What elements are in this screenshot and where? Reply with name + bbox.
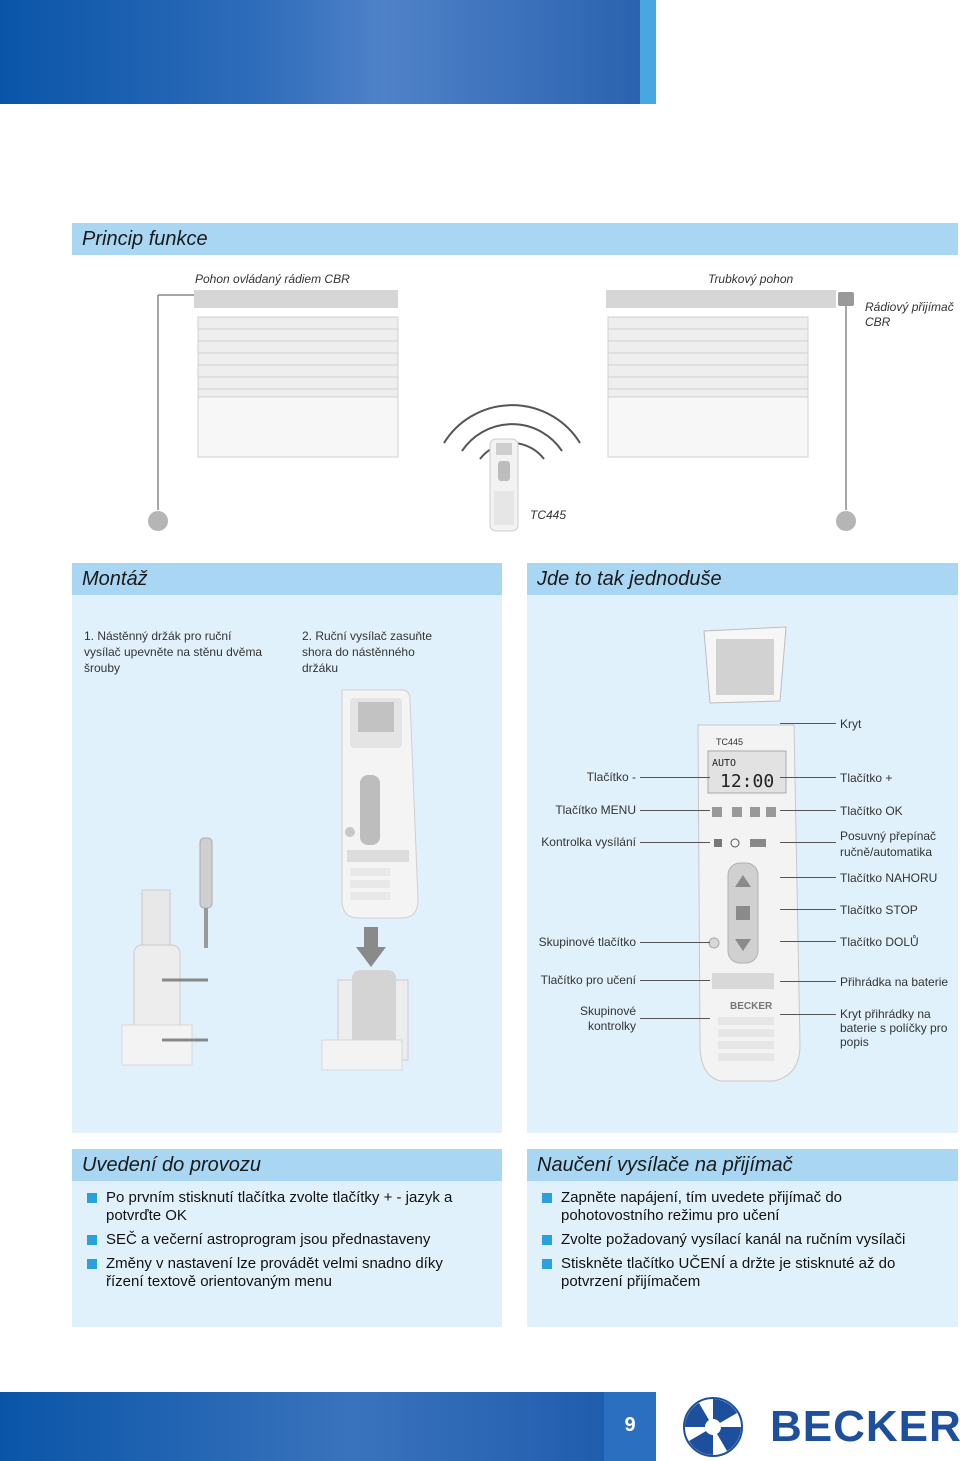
section-mounting-title: Montáž [82, 568, 148, 590]
list-item: SEČ a večerní astroprogram jsou přednast… [84, 1231, 484, 1249]
page-number: 9 [624, 1414, 636, 1436]
label-plus-button: Tlačítko + [840, 771, 893, 785]
stop-button-icon [736, 906, 750, 920]
section-principle-header: Princip funkce [72, 223, 958, 255]
learning-panel: Zapněte napájení, tím uvedete přijímač d… [527, 1181, 958, 1327]
mounting-illustration [121, 689, 419, 1071]
down-button-icon [735, 939, 751, 951]
group-button [708, 937, 720, 949]
remote-tc445-icon [489, 438, 519, 532]
plus-button [750, 807, 760, 817]
page-number-box [604, 1392, 656, 1461]
remote-model-label: TC445 [716, 737, 743, 747]
hand-transmitter-icon [341, 689, 419, 919]
label-up-button: Tlačítko NAHORU [840, 871, 938, 885]
label-battery-compartment: Přihrádka na baterie [840, 975, 949, 989]
roller-box-right [606, 290, 836, 308]
list-item: Zapněte napájení, tím uvedete přijímač d… [539, 1189, 944, 1225]
top-accent-strip [640, 0, 656, 104]
label-down-button: Tlačítko DOLŮ [840, 935, 919, 949]
minus-button [732, 807, 742, 817]
list-item: Stiskněte tlačítko UČENÍ a držte je stis… [539, 1255, 944, 1291]
principle-diagram [148, 290, 856, 532]
learning-list: Zapněte napájení, tím uvedete přijímač d… [539, 1189, 944, 1297]
section-principle-title: Princip funkce [82, 228, 208, 250]
remote-brand-text: BECKER [730, 1001, 773, 1012]
label-battery-cover: Kryt přihrádky na baterie s políčky pro … [840, 1007, 948, 1049]
manual-auto-switch [750, 839, 766, 847]
label-tube-drive: Trubkový pohon [708, 272, 794, 286]
wall-switch-left-icon [148, 511, 168, 531]
label-learn-button: Tlačítko pro učení [540, 973, 636, 987]
section-learning-header: Naučení vysílače na přijímač [527, 1149, 958, 1181]
section-startup-header: Uvedení do provozu [72, 1149, 502, 1181]
menu-button [712, 807, 722, 817]
becker-logo-icon [683, 1397, 743, 1457]
mounting-step-1: 1. Nástěnný držák pro ruční vysílač upev… [84, 629, 263, 675]
label-remote-model: TC445 [530, 508, 567, 522]
label-group-button: Skupinové tlačítko [538, 935, 636, 949]
top-banner [0, 0, 640, 104]
startup-panel: Po prvním stisknutí tlačítka zvolte tlač… [72, 1181, 502, 1327]
lcd-display [707, 750, 787, 794]
startup-list: Po prvním stisknutí tlačítka zvolte tlač… [84, 1189, 484, 1297]
label-minus-button: Tlačítko - [586, 770, 636, 784]
wall-holder-right-icon [321, 970, 409, 1071]
section-mounting-header: Montáž [72, 563, 502, 595]
arrow-down-icon [356, 927, 386, 967]
up-button-icon [735, 875, 751, 887]
lcd-mode-text: AUTO [712, 758, 736, 769]
bottom-banner [0, 1392, 640, 1461]
section-simple-header: Jde to tak jednoduše [527, 563, 958, 595]
label-transmit-led: Kontrolka vysílání [541, 835, 636, 849]
remote-detail-diagram: TC445 AUTO 12:00 BECKER [697, 626, 801, 1082]
label-cbr-drive: Pohon ovládaný rádiem CBR [195, 272, 350, 286]
wall-holder-left-icon [121, 889, 208, 1066]
radio-receiver-icon [838, 292, 854, 306]
label-stop-button: Tlačítko STOP [840, 903, 918, 917]
label-menu-button: Tlačítko MENU [555, 803, 636, 817]
list-item: Po prvním stisknutí tlačítka zvolte tlač… [84, 1189, 484, 1225]
becker-brand-text: BECKER [770, 1402, 960, 1451]
section-simple-title: Jde to tak jednoduše [537, 568, 722, 590]
clock-icon [730, 838, 740, 848]
label-ok-button: Tlačítko OK [840, 804, 903, 818]
section-learning-title: Naučení vysílače na přijímač [537, 1154, 793, 1176]
wall-switch-right-icon [836, 511, 856, 531]
section-startup-title: Uvedení do provozu [82, 1154, 262, 1176]
label-cover: Kryt [840, 717, 862, 731]
list-item: Změny v nastavení lze provádět velmi sna… [84, 1255, 484, 1291]
label-radio-receiver: Rádiový přijímač CBR [865, 300, 954, 329]
lcd-time-text: 12:00 [720, 771, 774, 792]
screwdriver-icon [199, 837, 213, 948]
list-item: Zvolte požadovaný vysílací kanál na ručn… [539, 1231, 944, 1249]
transmit-led [714, 839, 722, 847]
label-manual-auto-switch: Posuvný přepínač ručně/automatika [840, 829, 937, 859]
ok-button [766, 807, 776, 817]
label-group-leds: Skupinové kontrolky [579, 1004, 636, 1033]
battery-compartment [712, 973, 774, 989]
mounting-step-2: 2. Ruční vysílač zasuňte shora do nástěn… [302, 629, 433, 675]
roller-box-left [194, 290, 398, 308]
